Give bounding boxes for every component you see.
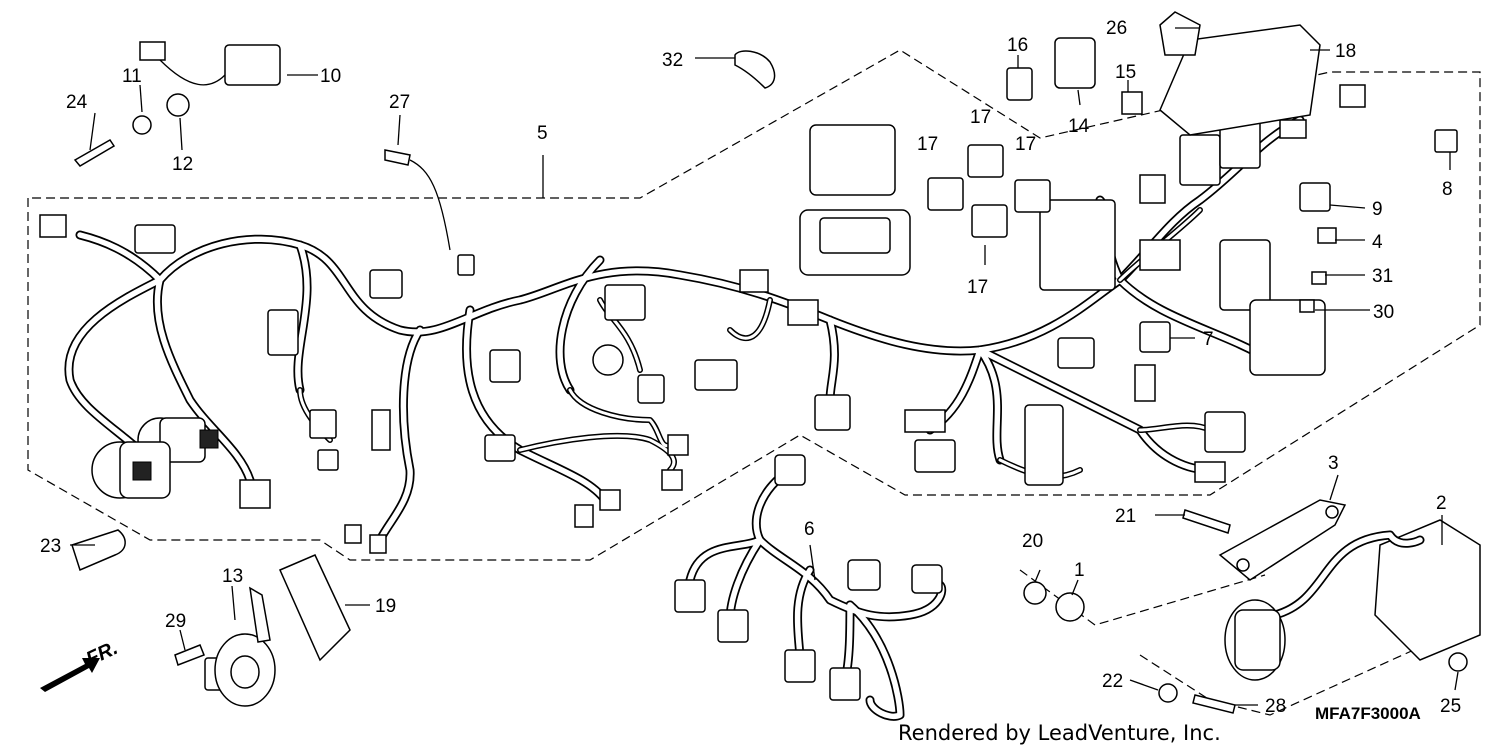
callout-20: 20 [1022, 531, 1043, 552]
callout-14: 14 [1068, 116, 1090, 137]
small-parts [71, 41, 1458, 572]
callout-1: 1 [1074, 560, 1085, 581]
horn-parts [174, 554, 351, 707]
callout-22: 22 [1102, 671, 1123, 692]
callout-6: 6 [804, 519, 815, 540]
callout-10: 10 [320, 66, 341, 87]
callout-17d: 17 [967, 277, 988, 298]
callout-19: 19 [375, 596, 396, 617]
callout-27: 27 [389, 92, 410, 113]
callout-17c: 17 [1015, 134, 1036, 155]
callout-17a: 17 [917, 134, 938, 155]
callout-7: 7 [1203, 329, 1214, 350]
main-wire-harness[interactable] [64, 115, 1305, 545]
callout-16: 16 [1007, 35, 1028, 56]
render-credit: Rendered by LeadVenture, Inc. [898, 721, 1221, 745]
callout-29: 29 [165, 611, 186, 632]
callout-26: 26 [1106, 18, 1127, 39]
callout-24: 24 [66, 92, 88, 113]
callout-18: 18 [1335, 41, 1356, 62]
callout-28: 28 [1265, 696, 1286, 717]
callout-25: 25 [1440, 696, 1461, 717]
callout-17b: 17 [970, 107, 991, 128]
callout-21: 21 [1115, 506, 1136, 527]
callout-9: 9 [1372, 199, 1383, 220]
callout-32: 32 [662, 50, 683, 71]
callout-labels: 1 2 3 4 5 6 7 8 9 10 11 12 13 14 15 16 1… [40, 18, 1461, 717]
regulator-parts [1023, 499, 1481, 714]
callout-5: 5 [537, 123, 548, 144]
leader-lines [70, 27, 1459, 706]
callout-2: 2 [1436, 493, 1447, 514]
callout-11: 11 [122, 66, 142, 87]
callout-30: 30 [1373, 302, 1394, 323]
callout-31: 31 [1372, 266, 1393, 287]
callout-23: 23 [40, 536, 61, 557]
callout-3: 3 [1328, 453, 1339, 474]
callout-8: 8 [1442, 179, 1453, 200]
front-direction-arrow: FR. [40, 637, 121, 692]
diagram-code: MFA7F3000A [1315, 704, 1421, 723]
callout-12: 12 [172, 154, 193, 175]
callout-4: 4 [1372, 232, 1383, 253]
callout-13: 13 [222, 566, 243, 587]
callout-15: 15 [1115, 62, 1136, 83]
relay-and-fuse-parts [734, 11, 1321, 276]
harness-connectors [39, 84, 1366, 554]
